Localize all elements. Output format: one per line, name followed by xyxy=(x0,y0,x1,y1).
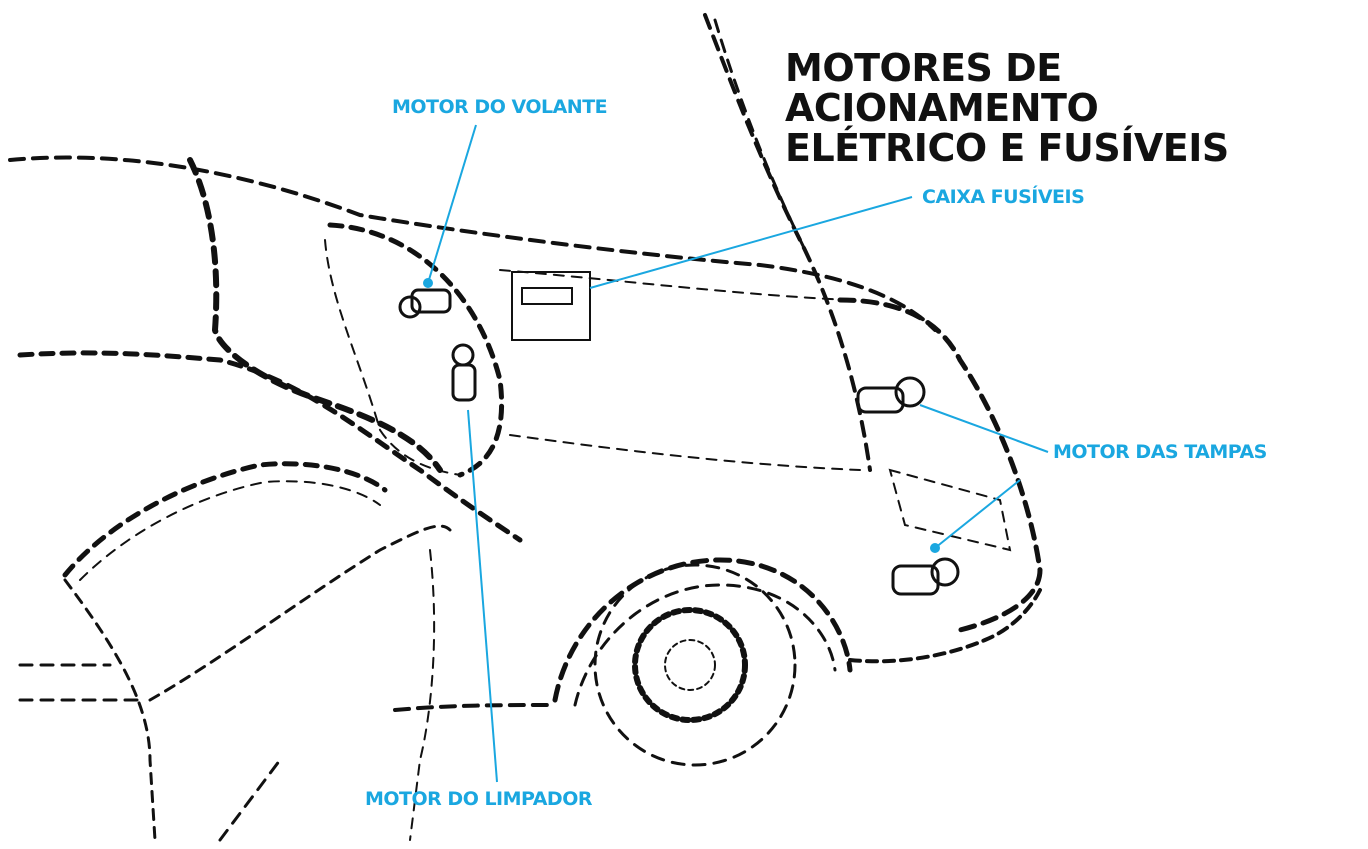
door-window xyxy=(62,461,388,578)
tail-light-box xyxy=(888,468,1012,552)
lid-motor-upper-shape xyxy=(856,376,926,414)
rim xyxy=(632,607,748,723)
steering-motor-shape xyxy=(398,288,452,319)
trunk-lid-inner xyxy=(324,239,461,476)
label-motor-volante: MOTOR DO VOLANTE xyxy=(392,96,608,118)
lid-crease xyxy=(509,434,861,471)
door-window-inner xyxy=(79,480,381,581)
wiper-motor-shape xyxy=(451,343,477,402)
fuse-box-shape xyxy=(511,271,591,341)
open-hood-back xyxy=(713,18,812,262)
title-line-2: ELÉTRICO E FUSÍVEIS xyxy=(785,126,1229,170)
wheel-arch-outer xyxy=(552,557,853,703)
rear-pillar xyxy=(187,157,443,473)
diagram-title: MOTORES DE ACIONAMENTO ELÉTRICO E FUSÍVE… xyxy=(785,48,1368,168)
title-line-1: MOTORES DE ACIONAMENTO xyxy=(785,46,1099,130)
door-edge xyxy=(63,578,157,842)
rear-quarter xyxy=(837,297,1043,633)
label-caixa-fusiveis: CAIXA FUSÍVEIS xyxy=(922,186,1085,208)
roof-outline xyxy=(8,155,937,332)
bumper xyxy=(848,588,1042,664)
leader-volante xyxy=(427,124,477,284)
door-lower xyxy=(148,524,452,702)
fuse-strip xyxy=(521,287,573,305)
hinge-panel xyxy=(499,269,851,301)
leader-tampas-upper xyxy=(919,404,1049,453)
trunk-lid-edge xyxy=(327,222,505,478)
leader-tampas-lower xyxy=(934,479,1021,549)
lower-left xyxy=(18,663,282,842)
label-motor-tampas: MOTOR DAS TAMPAS xyxy=(1053,441,1267,463)
dot-volante xyxy=(423,278,433,288)
label-motor-limpador: MOTOR DO LIMPADOR xyxy=(365,788,592,810)
dot-tampas xyxy=(930,543,940,553)
wheel-arch-inner xyxy=(573,583,837,707)
leader-limpador xyxy=(467,409,498,783)
belt-line xyxy=(17,350,523,543)
front-edge xyxy=(409,549,436,841)
leader-fusiveis xyxy=(589,196,913,289)
lid-motor-lower-shape xyxy=(891,557,960,596)
tire xyxy=(593,563,797,767)
hub xyxy=(664,639,716,691)
sill xyxy=(393,703,557,712)
